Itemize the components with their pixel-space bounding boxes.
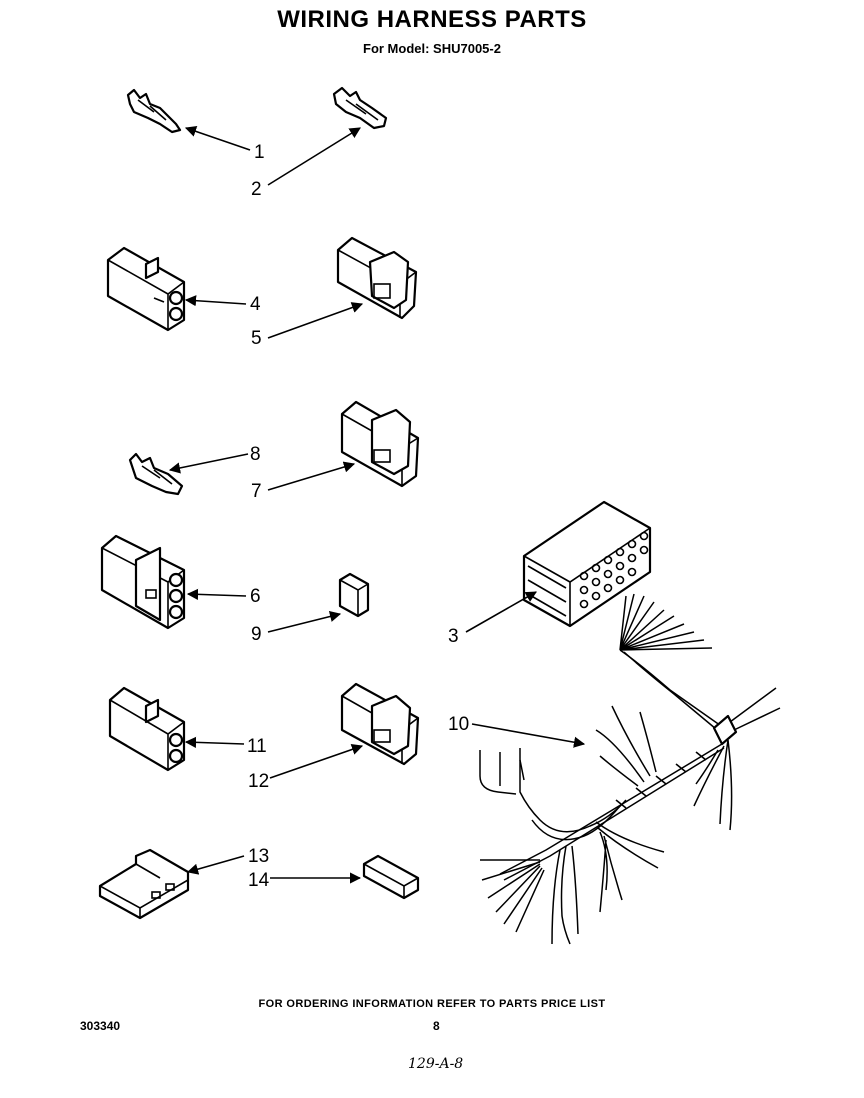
part-13-housing bbox=[98, 848, 190, 920]
callout-8: 8 bbox=[250, 444, 261, 465]
part-6-connector bbox=[100, 534, 186, 630]
part-7-connector bbox=[340, 400, 420, 488]
part-8-terminal bbox=[128, 452, 184, 496]
callout-13: 13 bbox=[248, 846, 269, 867]
callout-11: 11 bbox=[247, 736, 267, 757]
callout-6: 6 bbox=[250, 586, 261, 607]
part-5-connector bbox=[336, 236, 418, 320]
part-12-connector bbox=[340, 682, 420, 766]
leader-9 bbox=[267, 611, 342, 633]
leader-2 bbox=[267, 127, 361, 186]
leader-7 bbox=[267, 461, 356, 491]
leader-3 bbox=[465, 591, 537, 633]
part-3-connector-block bbox=[522, 500, 652, 628]
callout-3: 3 bbox=[448, 626, 459, 647]
model-subtitle: For Model: SHU7005-2 bbox=[363, 41, 501, 56]
part-2-terminal bbox=[332, 86, 388, 130]
callout-12: 12 bbox=[248, 771, 269, 792]
leader-4 bbox=[184, 295, 247, 307]
leader-11 bbox=[184, 736, 245, 748]
part-1-terminal bbox=[126, 88, 182, 134]
leader-12 bbox=[269, 744, 364, 779]
callout-4: 4 bbox=[250, 294, 261, 315]
part-11-connector bbox=[108, 686, 186, 772]
callout-9: 9 bbox=[251, 624, 262, 645]
callout-10: 10 bbox=[448, 714, 469, 735]
leader-10 bbox=[471, 723, 586, 748]
handwritten-mark: 129-A-8 bbox=[408, 1056, 464, 1072]
callout-14: 14 bbox=[248, 870, 270, 891]
document-number: 303340 bbox=[80, 1019, 121, 1033]
page-number: 8 bbox=[433, 1019, 440, 1033]
callout-7: 7 bbox=[251, 481, 262, 502]
leader-6 bbox=[186, 588, 247, 600]
part-4-connector bbox=[106, 246, 186, 332]
page-title: WIRING HARNESS PARTS bbox=[277, 6, 587, 33]
part-14-connector bbox=[362, 854, 420, 900]
ordering-info-note: FOR ORDERING INFORMATION REFER TO PARTS … bbox=[258, 998, 606, 1010]
leader-1 bbox=[184, 125, 251, 151]
leader-13 bbox=[186, 855, 245, 875]
callout-1: 1 bbox=[254, 142, 265, 163]
leader-5 bbox=[267, 302, 364, 339]
callout-5: 5 bbox=[251, 328, 262, 349]
part-9-block bbox=[338, 572, 370, 618]
part-10-wiring-harness bbox=[479, 593, 781, 945]
leader-8 bbox=[168, 453, 249, 474]
callout-2: 2 bbox=[251, 179, 262, 200]
